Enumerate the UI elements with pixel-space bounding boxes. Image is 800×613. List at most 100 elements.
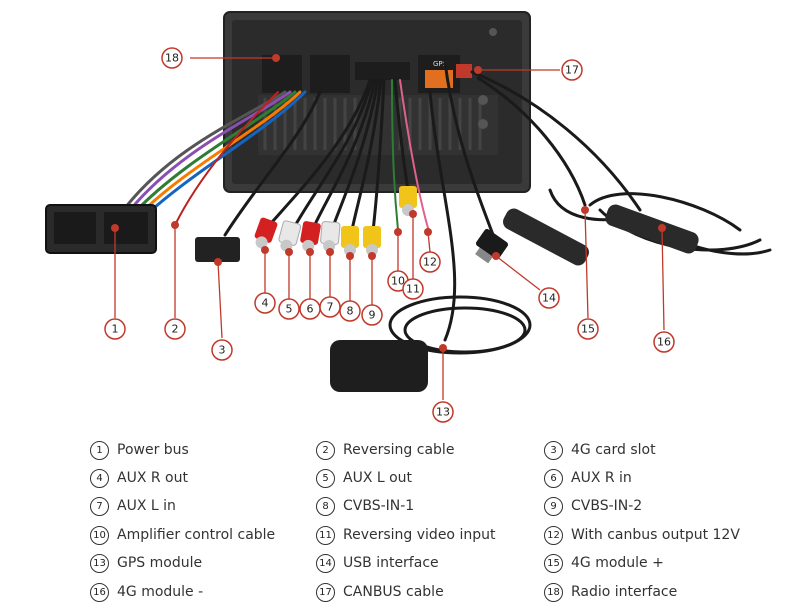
callout-17: 17 <box>561 59 583 81</box>
legend-label: CVBS-IN-2 <box>571 498 643 514</box>
callout-dots <box>111 54 666 352</box>
gps-module-puck <box>330 340 428 392</box>
legend-number: 10 <box>90 525 109 545</box>
legend-number: 9 <box>544 496 563 516</box>
callout-4: 4 <box>254 292 276 314</box>
legend-number: 8 <box>316 496 335 516</box>
callout-number: 11 <box>406 283 420 296</box>
callout-number: 2 <box>172 323 179 336</box>
callout-number: 12 <box>423 256 437 269</box>
rca-plugs <box>254 186 417 256</box>
legend-item-18: 18 Radio interface <box>544 580 677 604</box>
legend-label: AUX R in <box>571 470 632 486</box>
callout-6: 6 <box>299 298 321 320</box>
callout-number: 18 <box>165 52 179 65</box>
callout-number: 6 <box>307 303 314 316</box>
callout-5: 5 <box>278 298 300 320</box>
legend-number: 13 <box>90 553 109 573</box>
legend-number: 15 <box>544 553 563 573</box>
callout-number: 4 <box>262 297 269 310</box>
callout-15: 15 <box>577 318 599 340</box>
callout-number: 10 <box>391 275 405 288</box>
legend-item-5: 5 AUX L out <box>316 466 412 490</box>
legend-number: 2 <box>316 440 335 460</box>
legend-label: 4G card slot <box>571 442 656 458</box>
callout-3: 3 <box>211 339 233 361</box>
legend-item-12: 12 With canbus output 12V <box>544 523 740 547</box>
legend-item-4: 4 AUX R out <box>90 466 188 490</box>
legend-number: 6 <box>544 468 563 488</box>
legend-label: With canbus output 12V <box>571 527 740 543</box>
callout-number: 14 <box>542 292 556 305</box>
callout-number: 3 <box>219 344 226 357</box>
callout-2: 2 <box>164 318 186 340</box>
callout-number: 7 <box>327 301 334 314</box>
legend-item-16: 16 4G module - <box>90 580 203 604</box>
callout-12: 12 <box>419 251 441 273</box>
legend-label: AUX L out <box>343 470 413 486</box>
legend-label: CVBS-IN-1 <box>343 498 415 514</box>
legend-label: USB interface <box>343 555 439 571</box>
callout-number: 9 <box>369 309 376 322</box>
legend-number: 1 <box>90 440 109 460</box>
callout-number: 8 <box>347 305 354 318</box>
4g-antenna-plus <box>503 208 589 266</box>
legend-number: 17 <box>316 582 335 602</box>
legend-item-13: 13 GPS module <box>90 551 202 575</box>
power-bus-connector <box>45 204 157 254</box>
callout-14: 14 <box>538 287 560 309</box>
callout-13: 13 <box>432 401 454 423</box>
legend-item-11: 11 Reversing video input <box>316 523 495 547</box>
legend: 1 Power bus 2 Reversing cable 3 4G card slot 4… <box>0 436 800 613</box>
callout-number: 17 <box>565 64 579 77</box>
legend-label: CANBUS cable <box>343 584 444 600</box>
legend-number: 12 <box>544 525 563 545</box>
legend-label: AUX R out <box>117 470 188 486</box>
legend-item-17: 17 CANBUS cable <box>316 580 444 604</box>
legend-item-7: 7 AUX L in <box>90 494 176 518</box>
legend-item-1: 1 Power bus <box>90 438 189 462</box>
4g-antenna-minus <box>605 204 699 254</box>
legend-item-15: 15 4G module + <box>544 551 664 575</box>
legend-label: 4G module - <box>117 584 204 600</box>
callout-leaders <box>114 57 665 400</box>
legend-number: 16 <box>90 582 109 602</box>
legend-label: 4G module + <box>571 555 664 571</box>
callout-9: 9 <box>361 304 383 326</box>
callout-number: 5 <box>286 303 293 316</box>
legend-item-2: 2 Reversing cable <box>316 438 454 462</box>
legend-number: 5 <box>316 468 335 488</box>
callout-16: 16 <box>653 331 675 353</box>
legend-item-9: 9 CVBS-IN-2 <box>544 494 642 518</box>
legend-number: 14 <box>316 553 335 573</box>
legend-item-3: 3 4G card slot <box>544 438 656 462</box>
legend-number: 18 <box>544 582 563 602</box>
legend-label: Reversing video input <box>343 527 496 543</box>
legend-label: Radio interface <box>571 584 678 600</box>
legend-item-10: 10 Amplifier control cable <box>90 523 275 547</box>
callout-1: 1 <box>104 318 126 340</box>
legend-number: 11 <box>316 525 335 545</box>
legend-label: Power bus <box>117 442 189 458</box>
legend-number: 7 <box>90 496 109 516</box>
callout-11: 11 <box>402 278 424 300</box>
legend-number: 4 <box>90 468 109 488</box>
callout-number: 15 <box>581 323 595 336</box>
callout-number: 16 <box>657 336 671 349</box>
legend-label: GPS module <box>117 555 203 571</box>
legend-label: AUX L in <box>117 498 176 514</box>
legend-item-6: 6 AUX R in <box>544 466 632 490</box>
legend-number: 3 <box>544 440 563 460</box>
callout-number: 13 <box>436 406 450 419</box>
callout-8: 8 <box>339 300 361 322</box>
callout-18: 18 <box>161 47 183 69</box>
callout-number: 1 <box>112 323 119 336</box>
sim-slot-connector <box>195 237 240 262</box>
legend-label: Reversing cable <box>343 442 455 458</box>
usb-connector <box>475 228 509 264</box>
gps-port-label: GPS <box>433 60 448 68</box>
legend-label: Amplifier control cable <box>117 527 276 543</box>
legend-item-14: 14 USB interface <box>316 551 439 575</box>
